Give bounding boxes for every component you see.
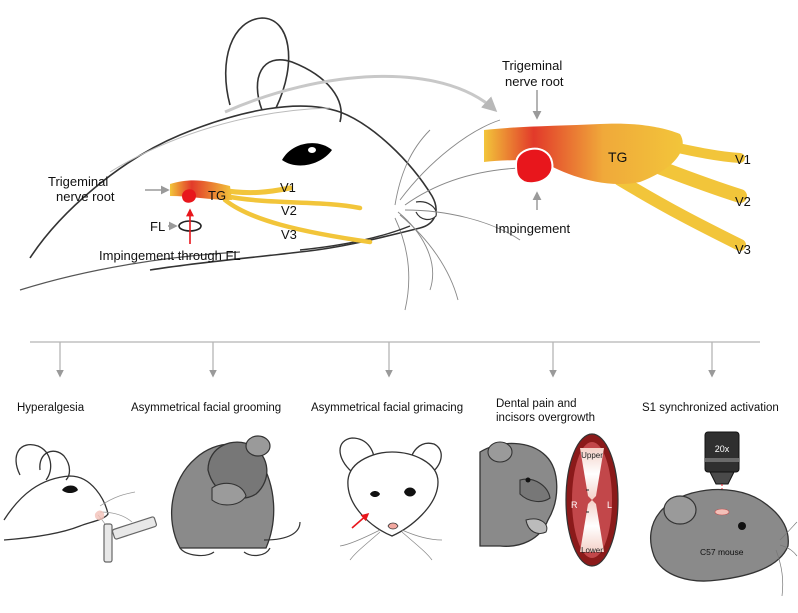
mouse-ear-front (257, 60, 341, 122)
v3-label-left: V3 (281, 227, 297, 242)
grimace-arrow (352, 514, 368, 528)
outcome-dental-pain-2: incisors overgrowth (496, 412, 595, 424)
grimace-nose (388, 523, 398, 529)
nerve-root-label-left-1: Trigeminal (48, 174, 108, 189)
von-frey-probe (104, 516, 157, 562)
v2-label-left: V2 (281, 203, 297, 218)
impingement-label-right: Impingement (495, 221, 571, 236)
hyper-ear-2 (40, 451, 70, 480)
panel-s1: 20x C57 mouse (651, 432, 797, 596)
nerve-root-label-left-2: nerve root (56, 189, 115, 204)
dental-mouse-ear (488, 442, 512, 462)
dental-upper-label: Upper (581, 451, 603, 460)
dental-r-label: R (571, 500, 578, 510)
dental-mouse-eye (526, 478, 531, 483)
panel-hyperalgesia (4, 445, 157, 562)
s1-mouse-label: C57 mouse (700, 547, 744, 557)
zoom-arrow (225, 76, 495, 112)
v1-label-left: V1 (280, 180, 296, 195)
grooming-feet (180, 548, 270, 555)
s1-head-window (715, 509, 729, 515)
mouse-eye-highlight (308, 147, 316, 153)
dental-l-label: L (607, 500, 612, 510)
zoomed-tg-body (484, 124, 683, 184)
panel-grooming (172, 436, 300, 555)
tg-label-right: TG (608, 149, 627, 165)
outcome-facial-grooming: Asymmetrical facial grooming (131, 402, 281, 414)
outcome-dental-pain-1: Dental pain and (496, 398, 577, 410)
v1-label-right: V1 (735, 152, 751, 167)
outcome-divider (30, 342, 760, 376)
panel-dental: Upper Lower R L (480, 434, 618, 566)
zoomed-impingement (516, 149, 552, 184)
grooming-ear (246, 436, 270, 456)
tg-label-left: TG (208, 188, 226, 203)
outcome-hyperalgesia: Hyperalgesia (17, 402, 85, 414)
nerve-root-label-right-2: nerve root (505, 74, 564, 89)
s1-mouse-eye (738, 522, 746, 530)
impingement-through-fl-label: Impingement through FL (99, 248, 241, 263)
hyper-eye (62, 486, 78, 494)
fl-label: FL (150, 219, 165, 234)
mouse-eye (282, 143, 332, 165)
s1-mouse-ear (664, 496, 696, 524)
mouse-head-illustration (20, 18, 520, 310)
hyper-ear (16, 445, 51, 480)
v2-label-right: V2 (735, 194, 751, 209)
dental-lower-label: Lower (581, 546, 603, 555)
outcome-facial-grimacing: Asymmetrical facial grimacing (311, 402, 463, 414)
hyper-head (4, 476, 108, 540)
hyper-laser-spot (95, 511, 104, 521)
nerve-root-label-right-1: Trigeminal (502, 58, 562, 73)
outcome-s1-activation: S1 synchronized activation (642, 402, 779, 414)
objective-label: 20x (715, 444, 730, 454)
panel-grimacing (340, 438, 442, 560)
v3-label-right: V3 (735, 242, 751, 257)
